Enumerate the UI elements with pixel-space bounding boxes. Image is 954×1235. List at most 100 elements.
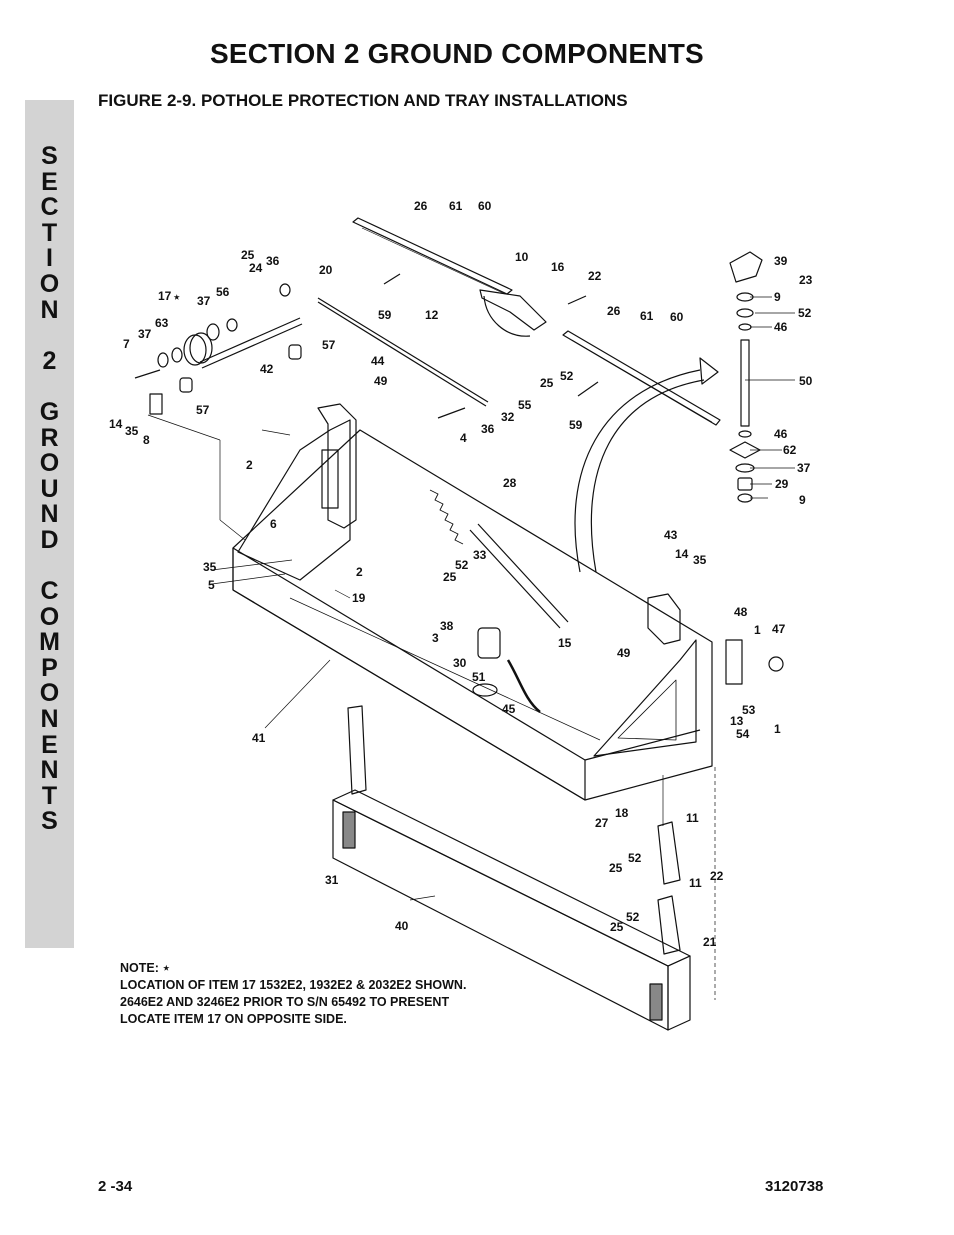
side-tab-letter: T: [41, 218, 58, 247]
document-number: 3120738: [765, 1178, 824, 1195]
part-callout: 41: [252, 731, 266, 745]
note-label: NOTE:: [120, 961, 159, 975]
part-callout: 2: [356, 565, 363, 579]
part-callout: 6: [270, 517, 277, 531]
part-callout: 2: [246, 458, 253, 472]
part-callout: 14: [675, 547, 689, 561]
part-callout: 60: [670, 310, 684, 324]
part-callout: 27: [595, 816, 609, 830]
part-callout: 37: [197, 294, 211, 308]
part-callout: 57: [196, 403, 210, 417]
side-tab-letter: D: [40, 525, 59, 554]
part-callout: 51: [472, 670, 486, 684]
part-callout: 57: [322, 338, 336, 352]
side-tab-letter: N: [40, 500, 59, 529]
part-callout: 33: [473, 548, 487, 562]
part-callout: 50: [799, 374, 813, 388]
part-callout: 19: [352, 591, 366, 605]
part-callout: 3: [432, 631, 439, 645]
part-callout: 55: [518, 398, 532, 412]
part-callout: 8: [143, 433, 150, 447]
part-callout: 25: [443, 570, 457, 584]
side-tab-letter: O: [39, 602, 60, 631]
note-line-2: 2646E2 AND 3246E2 PRIOR TO S/N 65492 TO …: [120, 995, 450, 1009]
part-callout: 35: [693, 553, 707, 567]
side-tab-letter: R: [40, 423, 59, 452]
part-callout: 1: [774, 722, 781, 736]
part-callout: 9: [774, 290, 781, 304]
part-callout: 62: [783, 443, 797, 457]
part-callout: 46: [774, 427, 788, 441]
part-callout: 17: [158, 289, 172, 303]
asterisk-icon: ⋆: [173, 290, 181, 304]
part-callout: 32: [501, 410, 515, 424]
part-callout: 29: [775, 477, 789, 491]
part-callout: 14: [109, 417, 123, 431]
side-tab-letter: N: [40, 295, 59, 324]
side-tab-letter: S: [41, 807, 58, 836]
part-callout: 36: [481, 422, 495, 436]
part-callout: 43: [664, 528, 678, 542]
side-tab-letter: I: [46, 244, 53, 273]
part-callout: 26: [414, 199, 428, 213]
part-callout: 24: [249, 261, 263, 275]
part-callout: 30: [453, 656, 467, 670]
part-callout: 12: [425, 308, 439, 322]
part-callout: 39: [774, 254, 788, 268]
part-callout: 44: [371, 354, 385, 368]
part-callout: 59: [378, 308, 392, 322]
part-callout: 26: [607, 304, 621, 318]
part-callout: 20: [319, 263, 333, 277]
side-tab-letter: C: [40, 577, 59, 606]
part-callout: 63: [155, 316, 169, 330]
part-callout: 36: [266, 254, 280, 268]
part-callout: 4: [460, 431, 467, 445]
side-tab-letter: O: [39, 679, 60, 708]
part-callout: 35: [203, 560, 217, 574]
part-callout: 9: [799, 493, 806, 507]
part-callout: 25: [241, 248, 255, 262]
side-tab-letter: C: [40, 193, 59, 222]
part-callout: 23: [799, 273, 813, 287]
part-callout: 61: [640, 309, 654, 323]
side-tab-letter: N: [40, 756, 59, 785]
part-callout: 5: [208, 578, 215, 592]
part-callout: 40: [395, 919, 409, 933]
part-callout: 46: [774, 320, 788, 334]
part-callout: 18: [615, 806, 629, 820]
side-tab-letter: O: [39, 269, 60, 298]
part-callout: 47: [772, 622, 786, 636]
part-callout: 56: [216, 285, 230, 299]
part-callout: 59: [569, 418, 583, 432]
part-callout: 42: [260, 362, 274, 376]
part-callout: 52: [798, 306, 812, 320]
side-tab-letter: O: [39, 449, 60, 478]
part-callout: 25: [610, 920, 624, 934]
part-callout: 25: [609, 861, 623, 875]
part-callout: 49: [374, 374, 388, 388]
part-callout: 54: [736, 727, 750, 741]
side-tab-letter: P: [41, 653, 58, 682]
part-callout: 31: [325, 873, 339, 887]
part-callout: 52: [455, 558, 469, 572]
part-callout: 52: [626, 910, 640, 924]
part-callout: 13: [730, 714, 744, 728]
note-label-line: NOTE: ⋆: [120, 960, 466, 977]
side-tab-letter: M: [39, 628, 60, 657]
part-callout: 21: [703, 935, 717, 949]
part-callout: 49: [617, 646, 631, 660]
part-callout: 28: [503, 476, 517, 490]
part-callout: 15: [558, 636, 572, 650]
tray-assembly-drawing: [134, 217, 795, 1031]
part-callout: 52: [560, 369, 574, 383]
part-callout: 35: [125, 424, 139, 438]
side-tab-letter: T: [41, 781, 58, 810]
part-callout: 52: [628, 851, 642, 865]
part-callout: 60: [478, 199, 492, 213]
part-callout: 1: [754, 623, 761, 637]
part-callout: 25: [540, 376, 554, 390]
